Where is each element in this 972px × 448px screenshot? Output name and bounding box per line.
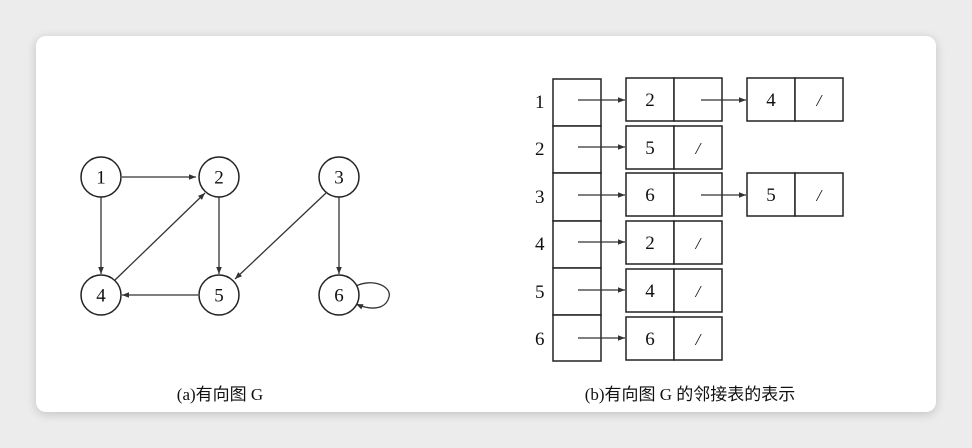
null-pointer: / xyxy=(695,282,703,301)
head-cell-2 xyxy=(552,125,602,174)
list-node-value: 5 xyxy=(766,185,776,206)
list-node-value: 2 xyxy=(645,90,655,111)
graph-node-3-label: 3 xyxy=(334,168,344,189)
graph-node-6: 6 xyxy=(318,274,360,316)
head-cell-1 xyxy=(552,78,602,127)
graph-edges xyxy=(98,174,390,310)
adjacency-caption: (b)有向图 G 的邻接表的表示 xyxy=(585,385,796,404)
head-pointers xyxy=(578,97,625,341)
head-cell-5 xyxy=(552,267,602,316)
row-label-1: 1 xyxy=(535,92,545,113)
edge-4-2 xyxy=(114,192,206,281)
head-array xyxy=(552,78,602,362)
null-pointer: / xyxy=(695,330,703,349)
list-node-value: 5 xyxy=(645,138,655,159)
null-pointer: / xyxy=(695,139,703,158)
list-node-4-1: 2 / xyxy=(625,220,723,265)
list-node-value: 4 xyxy=(766,90,776,111)
list-node-3-2: 5 / xyxy=(746,172,844,217)
adjacency-panel: 1 2 3 4 5 6 2 xyxy=(535,77,844,404)
list-node-5-1: 4 / xyxy=(625,268,723,313)
list-node-value: 6 xyxy=(645,185,655,206)
graph-node-2: 2 xyxy=(198,156,240,198)
list-node-1-2: 4 / xyxy=(746,77,844,122)
graph-panel: 1 2 3 4 5 6 (a)有向图 G xyxy=(80,156,390,404)
graph-node-4: 4 xyxy=(80,274,122,316)
list-node-value: 6 xyxy=(645,329,655,350)
edge-3-5 xyxy=(234,192,327,280)
list-node-value: 4 xyxy=(645,281,655,302)
head-cell-3 xyxy=(552,172,602,222)
graph-node-4-label: 4 xyxy=(96,286,106,307)
list-node-1-1: 2 xyxy=(625,77,723,122)
graph-node-1: 1 xyxy=(80,156,122,198)
list-node-6-1: 6 / xyxy=(625,316,723,361)
graph-node-6-label: 6 xyxy=(334,286,344,307)
head-cell-4 xyxy=(552,220,602,269)
graph-node-3: 3 xyxy=(318,156,360,198)
graph-node-5: 5 xyxy=(198,274,240,316)
edge-6-6 xyxy=(355,282,390,310)
list-node-value: 2 xyxy=(645,233,655,254)
row-label-4: 4 xyxy=(535,234,545,255)
row-label-2: 2 xyxy=(535,139,545,160)
row-label-6: 6 xyxy=(535,329,545,350)
null-pointer: / xyxy=(816,186,824,205)
list-node-2-1: 5 / xyxy=(625,125,723,170)
graph-node-1-label: 1 xyxy=(96,168,106,189)
graph-node-5-label: 5 xyxy=(214,286,224,307)
row-label-3: 3 xyxy=(535,187,545,208)
null-pointer: / xyxy=(816,91,824,110)
list-node-3-1: 6 xyxy=(625,172,723,217)
graph-caption: (a)有向图 G xyxy=(177,385,263,404)
row-label-5: 5 xyxy=(535,282,545,303)
null-pointer: / xyxy=(695,234,703,253)
graph-node-2-label: 2 xyxy=(214,168,224,189)
